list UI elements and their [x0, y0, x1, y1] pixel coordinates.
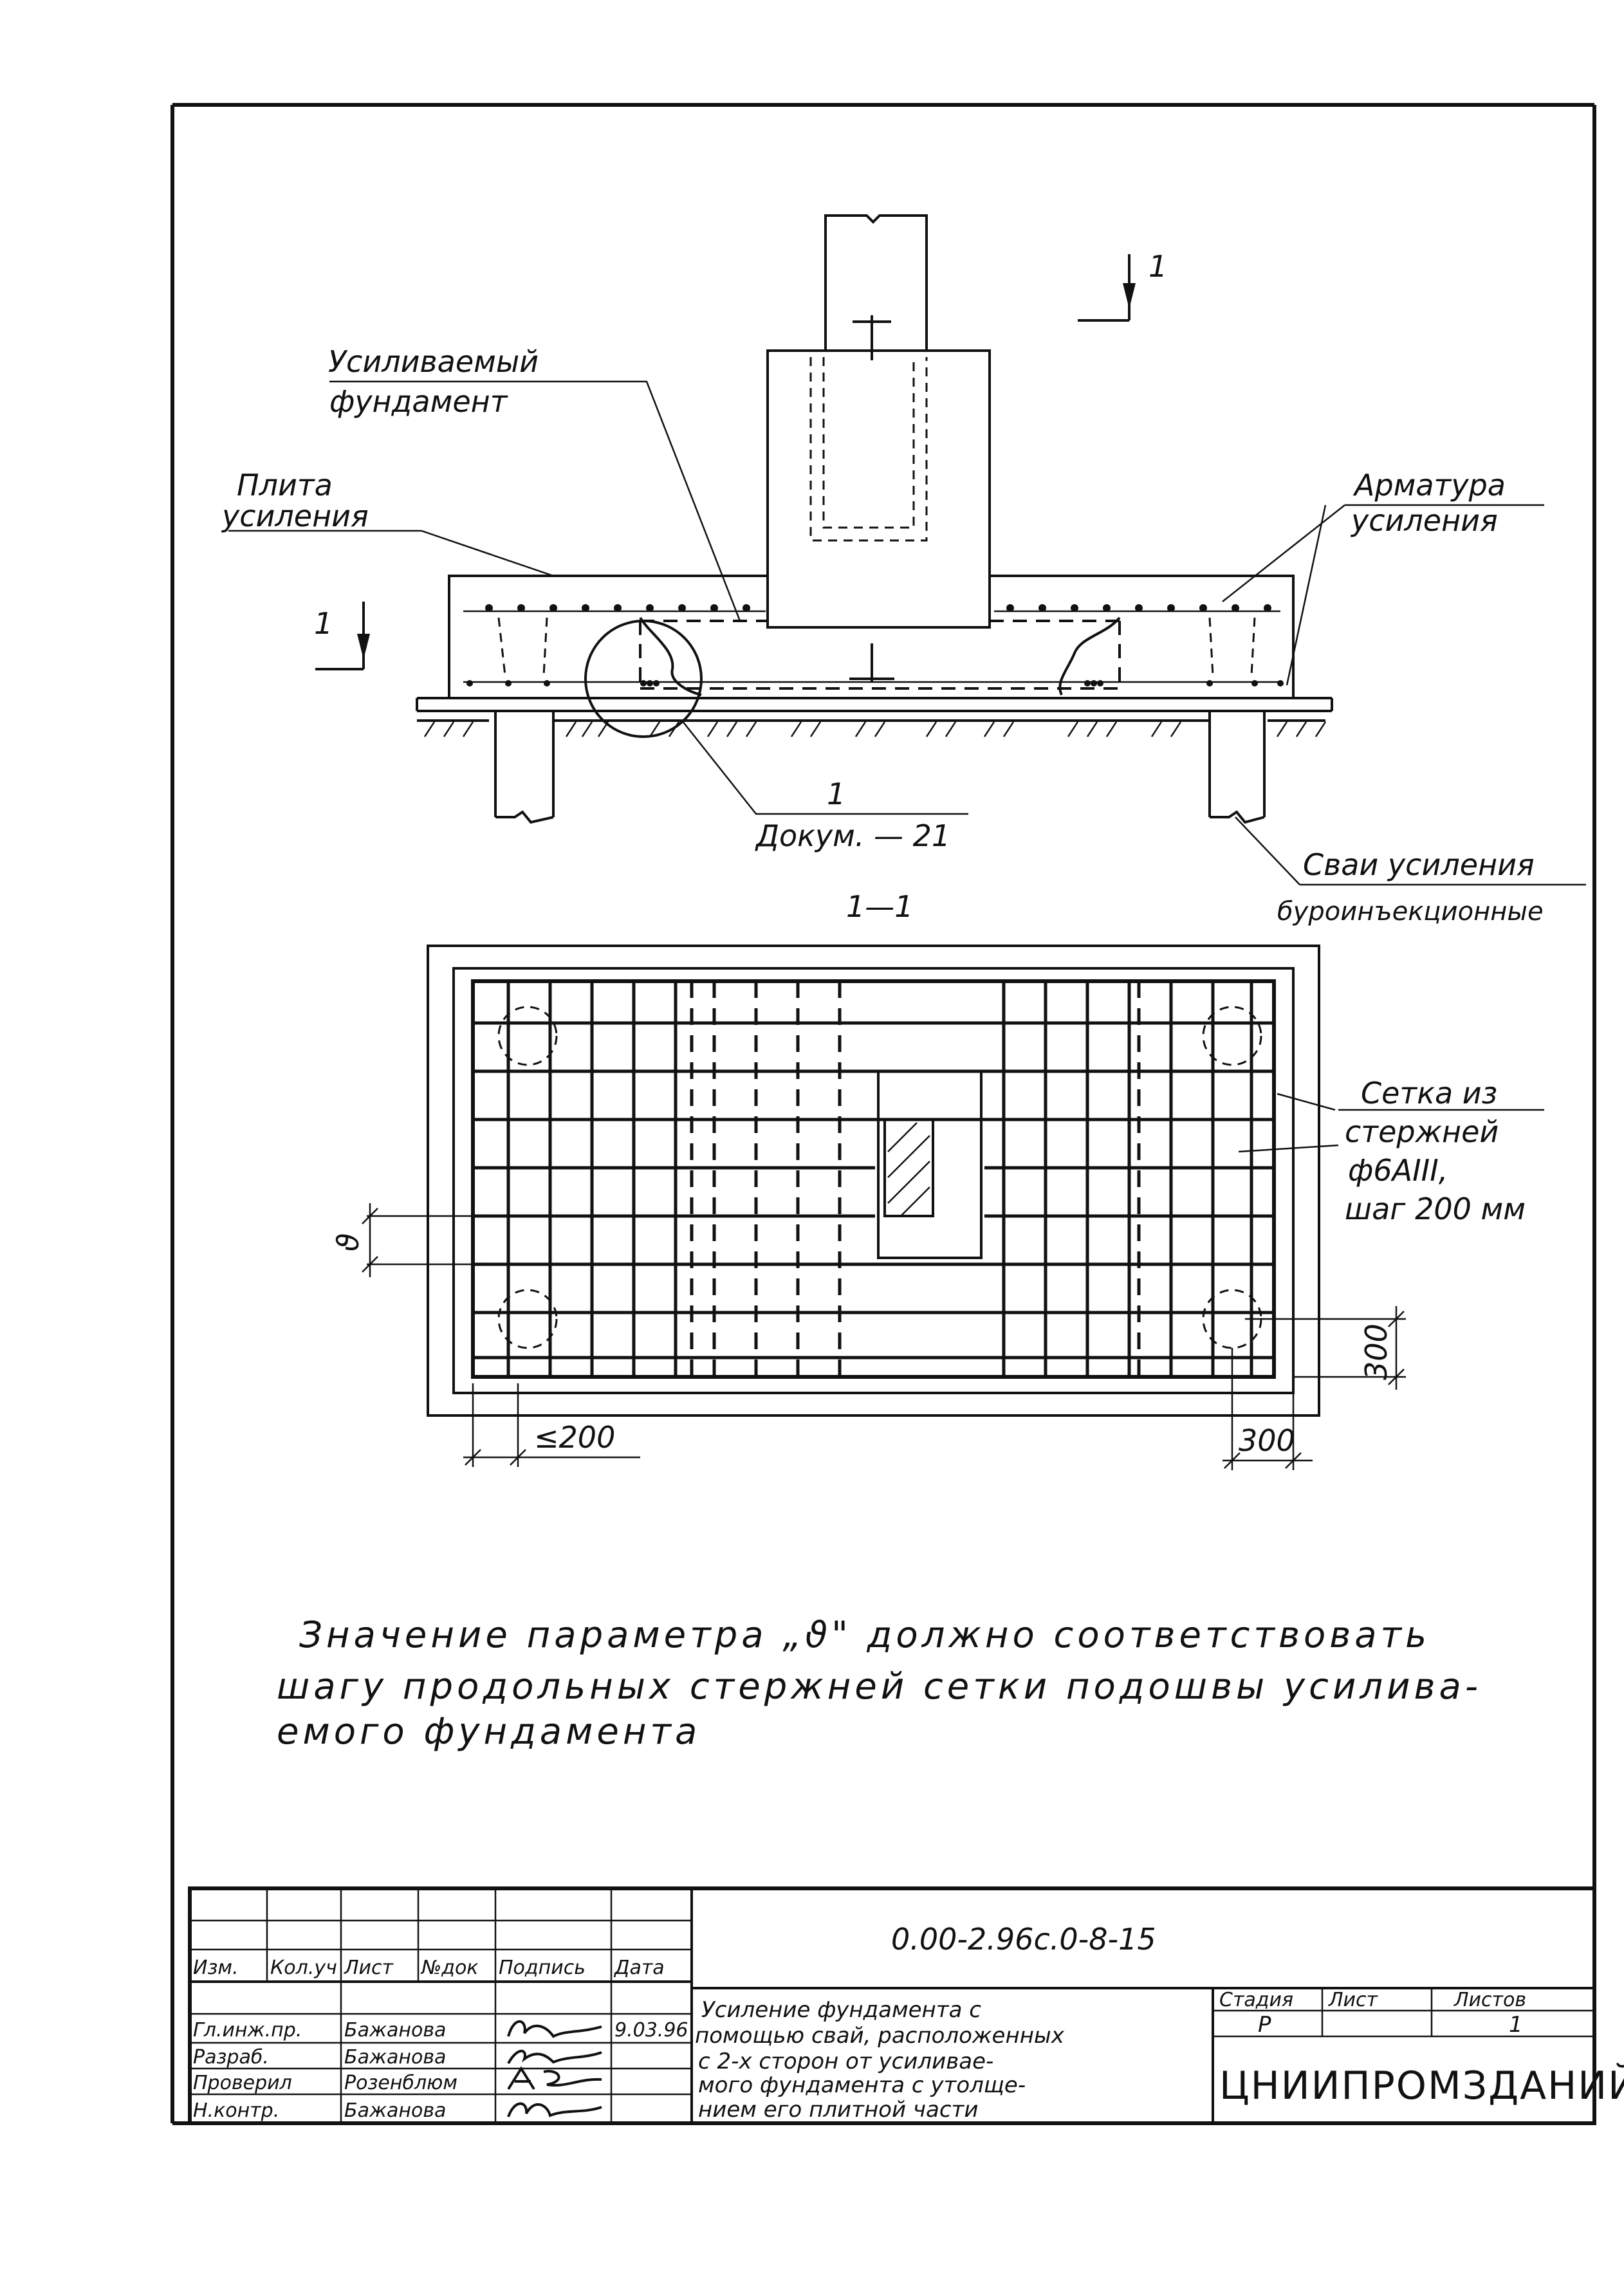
label-mesh-3: ф6АIII,: [1348, 1153, 1448, 1188]
tb-role-4: Н.контр.: [193, 2099, 279, 2122]
tb-header-ndok: №док: [420, 1957, 478, 1979]
label-slab-2: усиления: [221, 499, 369, 533]
general-note: Значение параметра „ϑ" должно соответств…: [277, 1614, 1482, 1753]
label-piles-2: буроинъекционные: [1277, 897, 1544, 926]
tb-sheets-value: 1: [1509, 2012, 1523, 2038]
note-line-1: Значение параметра „ϑ" должно соответств…: [299, 1614, 1430, 1656]
detail-callout-circle: [584, 620, 703, 738]
tb-sheets-header: Листов: [1453, 1989, 1526, 2011]
tb-role-1: Гл.инж.пр.: [193, 2019, 302, 2042]
tb-name-3: Розенблюм: [344, 2072, 457, 2094]
dim-edge-horizontal: 300: [1239, 1423, 1295, 1458]
tb-header-podpis: Подпись: [499, 1957, 586, 1979]
tb-header-data: Дата: [613, 1957, 665, 1979]
callout-ref: Докум. — 21: [755, 818, 950, 853]
bottom-rebar-dots: [466, 680, 1284, 687]
tb-name-2: Бажанова: [344, 2046, 446, 2069]
plan-view: 1—1: [331, 889, 1544, 1470]
top-rebar-dots: [485, 604, 1271, 612]
section-mark-top: 1: [1149, 249, 1167, 284]
tb-header-koluch: Кол.уч: [270, 1957, 337, 1979]
tb-organization: ЦНИИПРОМЗДАНИЙ: [1219, 2062, 1624, 2108]
label-strengthened-foundation-1: Усиливаемый: [328, 344, 539, 379]
tb-title-5: нием его плитной части: [698, 2097, 978, 2123]
label-rebar-2: усиления: [1350, 503, 1498, 538]
signatures: [507, 2020, 602, 2117]
tb-role-2: Разраб.: [193, 2046, 269, 2069]
dim-edge-vertical: 300: [1359, 1323, 1394, 1380]
label-strengthened-foundation-2: фундамент: [329, 384, 508, 419]
tb-title-4: мого фундамента с утолще-: [698, 2072, 1026, 2098]
section-title: 1—1: [846, 889, 914, 924]
section-mark-left: 1: [314, 606, 333, 641]
elevation-view: 1 Докум. — 21 1 1 Усиливаемый фундамент …: [221, 214, 1586, 926]
tb-name-1: Бажанова: [344, 2019, 446, 2042]
tb-title-3: с 2-х сторон от усиливае-: [698, 2049, 993, 2074]
label-mesh-2: стержней: [1345, 1114, 1499, 1149]
note-line-2: шагу продольных стержней сетки подошвы у…: [277, 1666, 1482, 1708]
tb-doc-code: 0.00-2.96с.0-8-15: [891, 1922, 1156, 1957]
label-mesh-4: шаг 200 мм: [1345, 1192, 1526, 1226]
dim-param-v: ϑ: [331, 1233, 365, 1251]
tb-sheet-header: Лист: [1328, 1989, 1379, 2011]
note-line-3: емого фундамента: [277, 1711, 701, 1753]
tb-title-1: Усиление фундамента с: [701, 1997, 981, 2023]
tb-stage-value: Р: [1258, 2012, 1271, 2038]
tb-name-4: Бажанова: [344, 2099, 446, 2122]
pile-left: [494, 711, 555, 824]
mesh-vertical-bars: [506, 981, 1253, 1377]
tb-title-2: помощью свай, расположенных: [695, 2023, 1065, 2049]
callout-number: 1: [827, 777, 845, 811]
label-rebar-1: Арматура: [1352, 468, 1506, 502]
column-hatch: [887, 1122, 930, 1217]
dim-max-spacing: ≤200: [534, 1420, 615, 1455]
label-slab-1: Плита: [237, 468, 333, 502]
tb-role-3: Проверил: [193, 2072, 292, 2094]
plan-piles: [497, 1006, 1262, 1349]
pile-right: [1208, 711, 1266, 824]
tb-header-izm: Изм.: [193, 1957, 239, 1979]
tb-header-list: Лист: [344, 1957, 394, 1979]
title-block: Изм. Кол.уч Лист №док Подпись Дата Гл.ин…: [188, 1886, 1624, 2125]
ground-hatch: [423, 721, 1327, 737]
tb-date-1: 9.03.96: [614, 2019, 688, 2042]
label-piles-1: Сваи усиления: [1303, 847, 1535, 882]
label-mesh-1: Сетка из: [1361, 1076, 1497, 1111]
existing-footing-bars: [690, 981, 1141, 1377]
tb-stage-header: Стадия: [1219, 1989, 1293, 2011]
